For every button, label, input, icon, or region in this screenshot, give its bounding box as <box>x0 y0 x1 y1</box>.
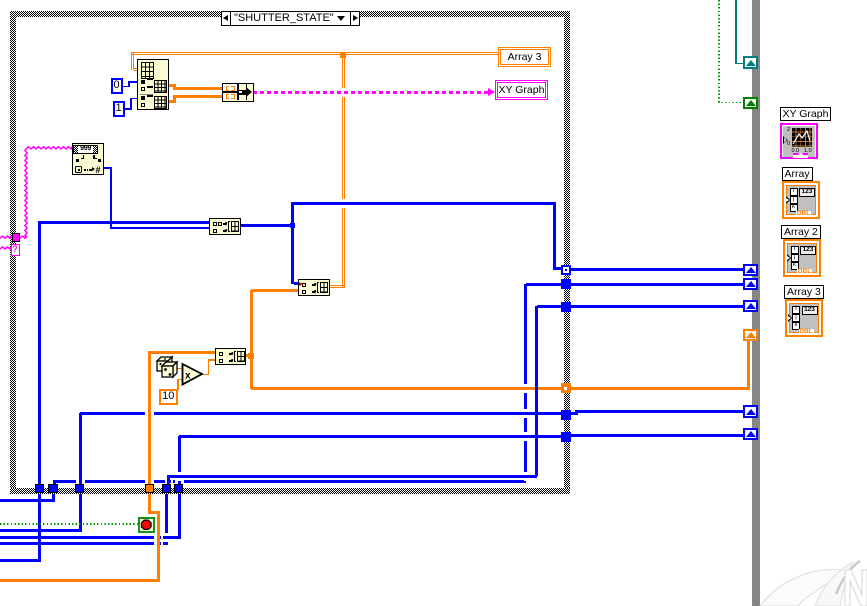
svg-text:x: x <box>185 371 191 382</box>
